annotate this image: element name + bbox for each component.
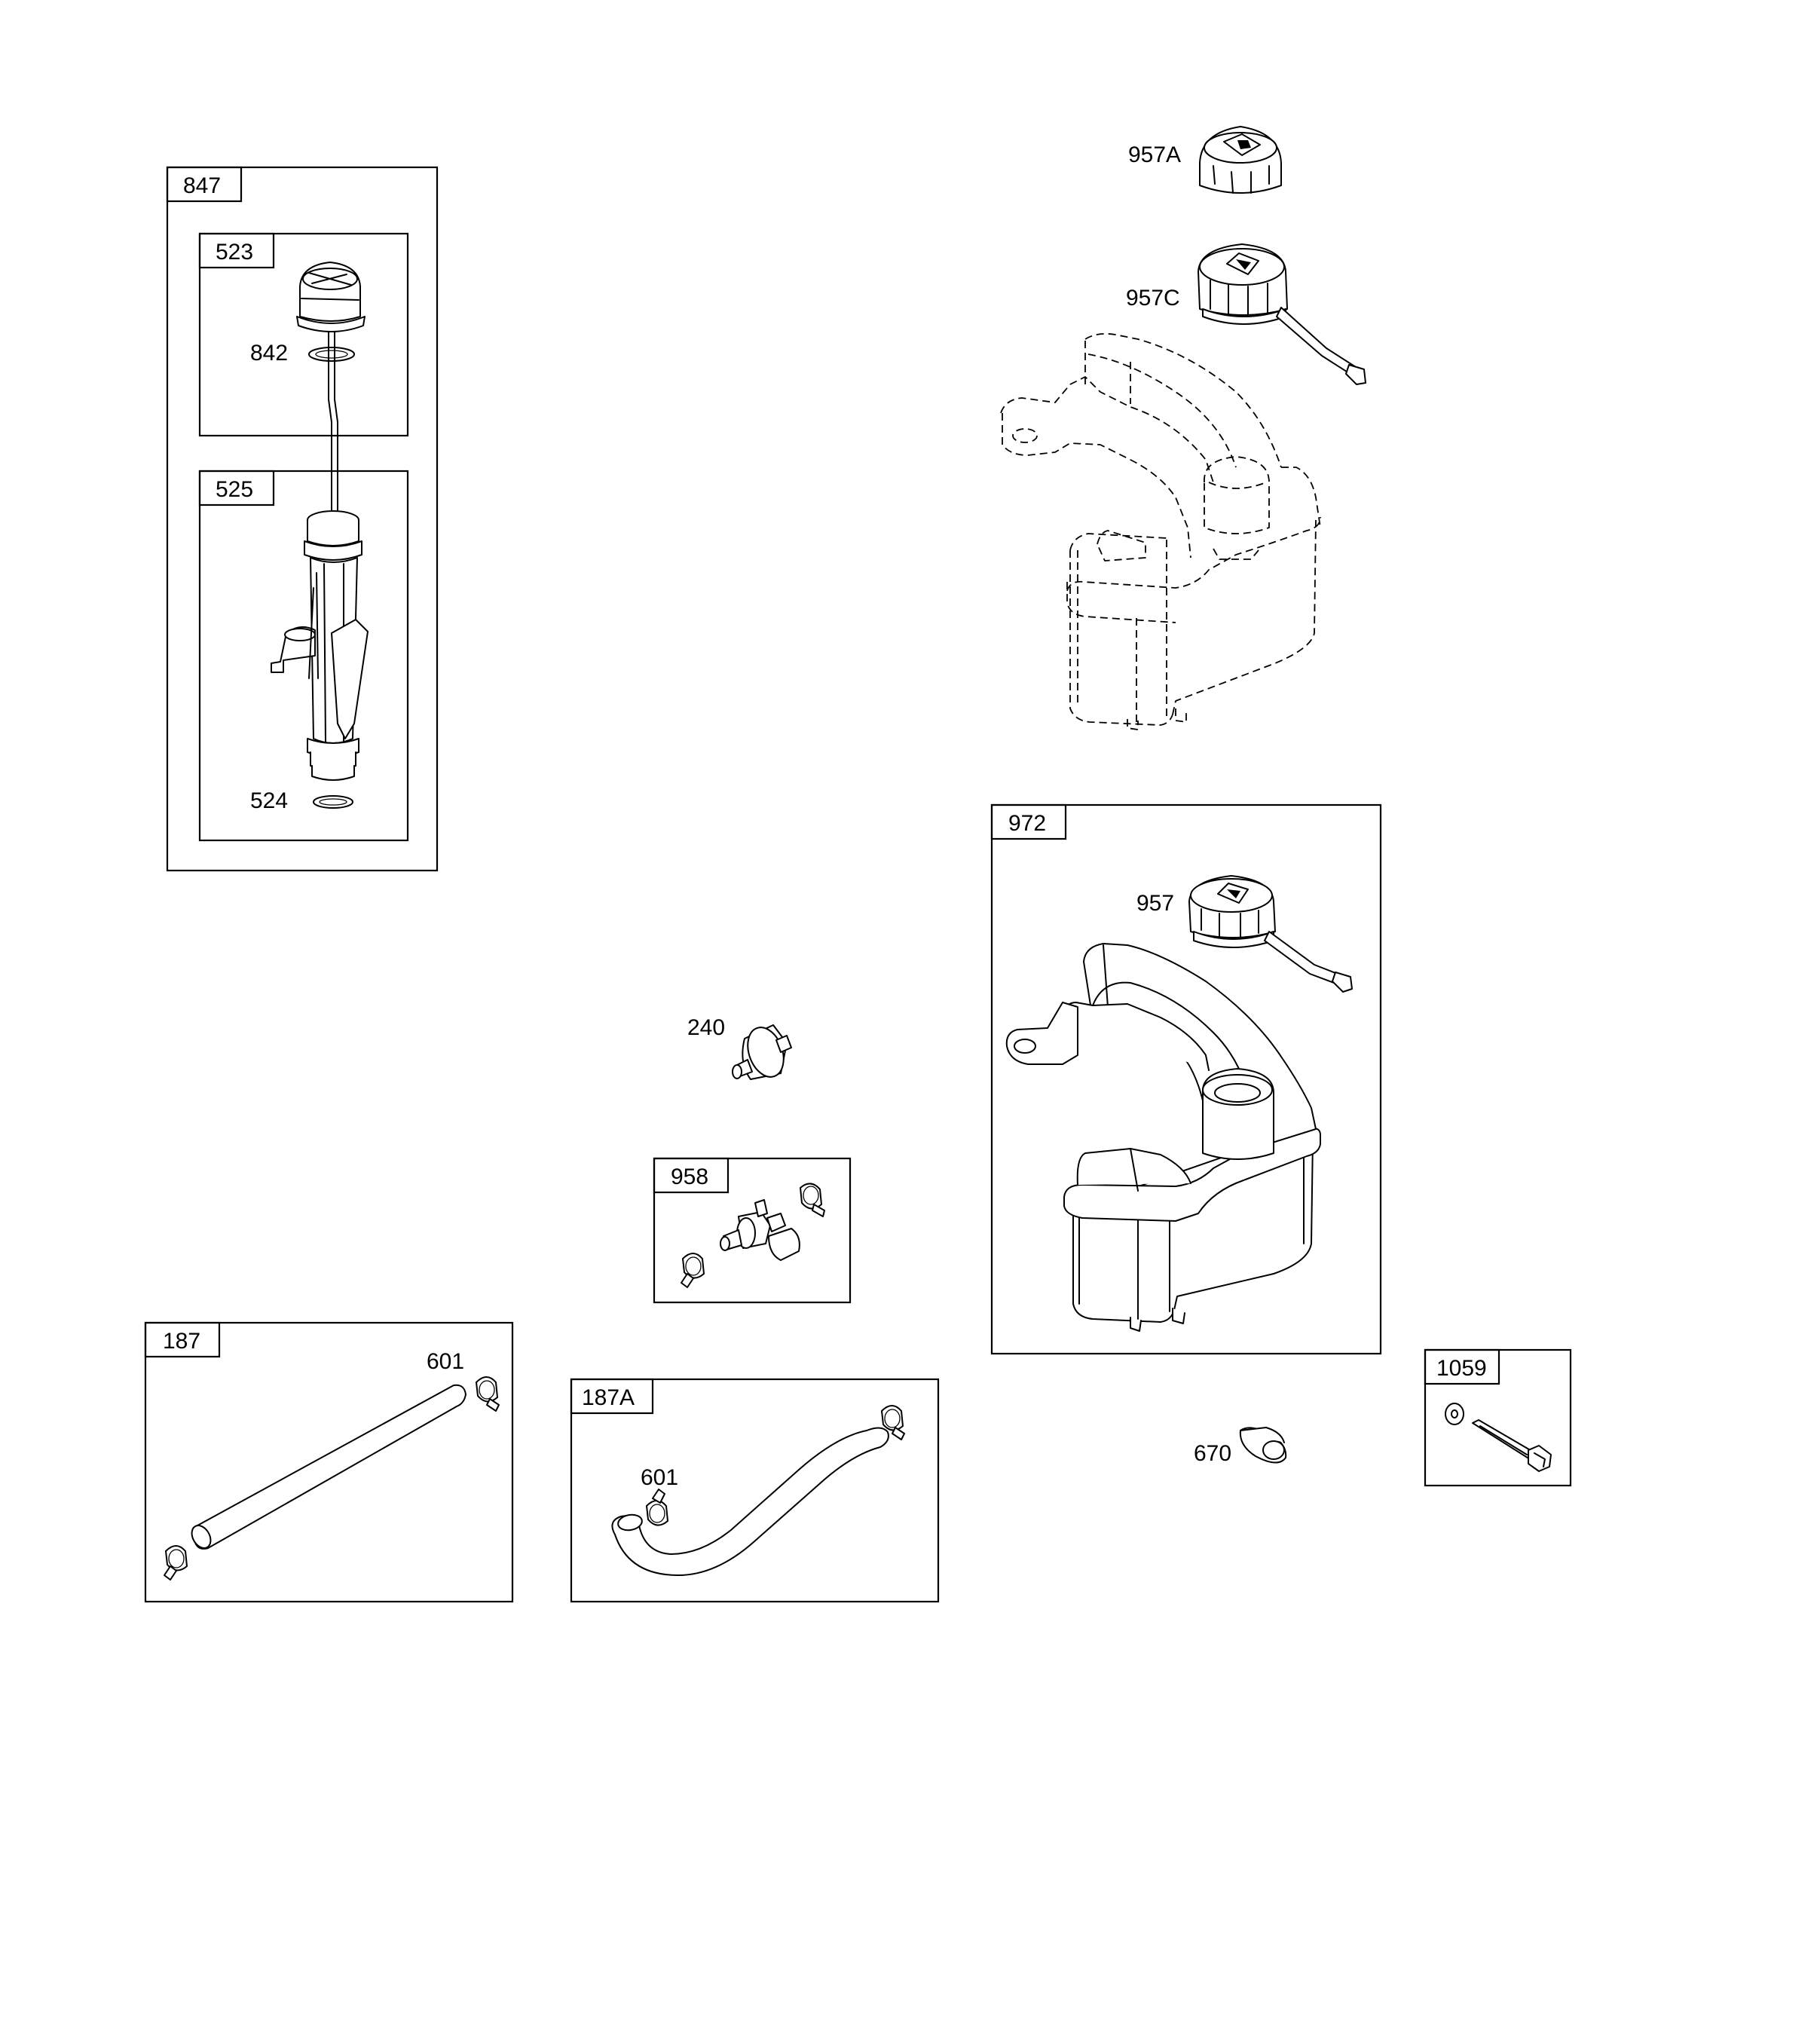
oil-fill-tube: [271, 510, 369, 781]
callout-525: 525: [216, 477, 253, 502]
washer: [1445, 1403, 1464, 1425]
shutoff-valve: [720, 1199, 800, 1261]
fuel-tank-outline: [1000, 332, 1321, 730]
callout-240: 240: [687, 1015, 725, 1040]
kit-847: 847 523 842 525: [166, 166, 439, 872]
fuel-tank-972: [1005, 943, 1321, 1332]
o-ring-524: [313, 795, 353, 809]
callout-523: 523: [216, 240, 253, 265]
callout-957C: 957C: [1126, 286, 1180, 311]
kit-187: 187 601: [144, 1321, 514, 1603]
callout-847: 847: [183, 173, 221, 198]
callout-958: 958: [671, 1164, 708, 1189]
kit-972: 972 957: [990, 803, 1382, 1355]
callout-972: 972: [1008, 811, 1046, 836]
fuel-cap-957C: 957C: [1126, 243, 1366, 385]
hose-clamp: [476, 1376, 500, 1412]
kit-187A: 187A 601: [570, 1378, 940, 1603]
fuel-cap-957: [1188, 875, 1353, 993]
shoulder-screw: [1472, 1419, 1552, 1472]
fuel-cap-957A: 957A: [1128, 126, 1282, 194]
hose-clamp: [800, 1183, 825, 1217]
callout-670: 670: [1194, 1441, 1231, 1466]
callout-187: 187: [163, 1329, 200, 1354]
callout-524: 524: [250, 788, 288, 813]
fuel-filter-240: 240: [687, 1015, 792, 1080]
hose-clamp: [681, 1253, 705, 1288]
callout-601-b: 601: [641, 1465, 678, 1490]
o-ring-842: [308, 347, 355, 362]
hose-clamp: [646, 1489, 668, 1526]
callout-601-a: 601: [427, 1349, 464, 1374]
kit-958: 958: [653, 1157, 852, 1304]
callout-842: 842: [250, 341, 288, 366]
grommet-670: 670: [1194, 1427, 1287, 1466]
callout-1059: 1059: [1436, 1356, 1487, 1381]
hose-clamp: [164, 1545, 188, 1581]
callout-957: 957: [1136, 891, 1174, 916]
hose-clamp: [881, 1405, 905, 1440]
fuel-line-formed: [611, 1427, 889, 1576]
callout-957A: 957A: [1128, 142, 1181, 167]
callout-187A: 187A: [582, 1385, 635, 1410]
fuel-line-straight: [191, 1384, 466, 1550]
dipstick-cap: [296, 262, 366, 332]
kit-1059: 1059: [1424, 1348, 1572, 1487]
